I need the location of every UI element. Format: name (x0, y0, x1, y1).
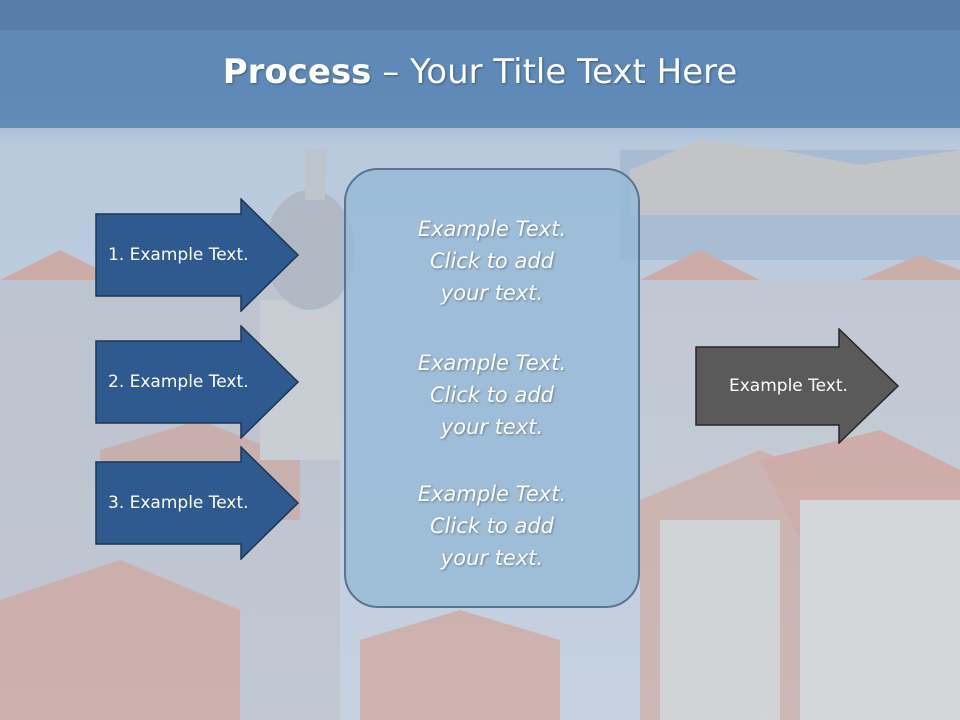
slide-title: Process – Your Title Text Here (0, 52, 960, 92)
center-text-box[interactable] (344, 168, 640, 608)
arrow-shape (95, 325, 300, 439)
center-paragraph-1: Example Text. Click to add your text. (344, 213, 640, 309)
step-arrow-1[interactable]: 1. Example Text. (95, 198, 300, 312)
center-paragraph-3: Example Text. Click to add your text. (344, 478, 640, 574)
step-arrow-3-label: 3. Example Text. (108, 493, 249, 513)
result-arrow[interactable]: Example Text. (695, 328, 900, 444)
paragraph-line: your text. (440, 415, 544, 439)
paragraph-line: Click to add (429, 249, 554, 273)
paragraph-line: your text. (440, 281, 544, 305)
center-paragraph-2: Example Text. Click to add your text. (344, 347, 640, 443)
paragraph-line: Click to add (429, 383, 554, 407)
title-rest: – Your Title Text Here (371, 52, 738, 92)
step-arrow-2[interactable]: 2. Example Text. (95, 325, 300, 439)
paragraph-line: Click to add (429, 514, 554, 538)
result-arrow-label: Example Text. (729, 376, 848, 396)
paragraph-line: Example Text. (417, 351, 567, 375)
paragraph-line: Example Text. (417, 217, 567, 241)
title-bold: Process (222, 52, 372, 92)
step-arrow-3[interactable]: 3. Example Text. (95, 446, 300, 560)
arrow-shape (95, 198, 300, 312)
paragraph-line: your text. (440, 546, 544, 570)
paragraph-line: Example Text. (417, 482, 567, 506)
step-arrow-1-label: 1. Example Text. (108, 245, 249, 265)
step-arrow-2-label: 2. Example Text. (108, 372, 249, 392)
arrow-shape (695, 328, 900, 444)
arrow-shape (95, 446, 300, 560)
